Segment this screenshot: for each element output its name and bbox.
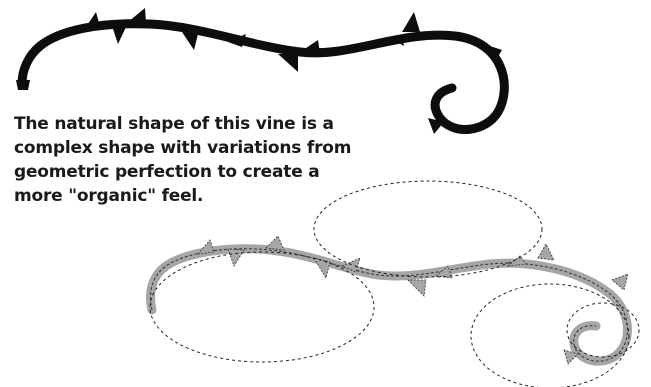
- gray-thorn: [408, 280, 426, 296]
- gray-thorn: [314, 258, 330, 278]
- solid-thorn: [128, 8, 146, 22]
- caption-line-1: The natural shape of this vine is a: [14, 112, 324, 136]
- caption-line-4: more "organic" feel.: [14, 184, 324, 208]
- solid-thorn: [402, 12, 420, 32]
- gray-thorn: [612, 274, 628, 290]
- caption-text: The natural shape of this vine is a comp…: [14, 112, 324, 208]
- caption-line-2: complex shape with variations from: [14, 136, 324, 160]
- solid-vine-base: [16, 80, 30, 90]
- gray-thorn: [266, 236, 284, 250]
- caption-line-3: geometric perfection to create a: [14, 160, 324, 184]
- guide-ellipse-right: [471, 284, 629, 387]
- guide-ellipses: [150, 181, 639, 387]
- gray-vine-stem: [151, 249, 628, 361]
- solid-thorn: [278, 54, 298, 72]
- gray-vine: [151, 236, 628, 364]
- solid-thorn: [182, 32, 198, 50]
- solid-thorn: [300, 40, 320, 53]
- solid-thorn: [112, 26, 126, 44]
- gray-thorn: [198, 240, 214, 254]
- gray-thorn: [538, 244, 554, 260]
- gray-thorn: [228, 249, 244, 266]
- solid-thorn: [86, 12, 100, 27]
